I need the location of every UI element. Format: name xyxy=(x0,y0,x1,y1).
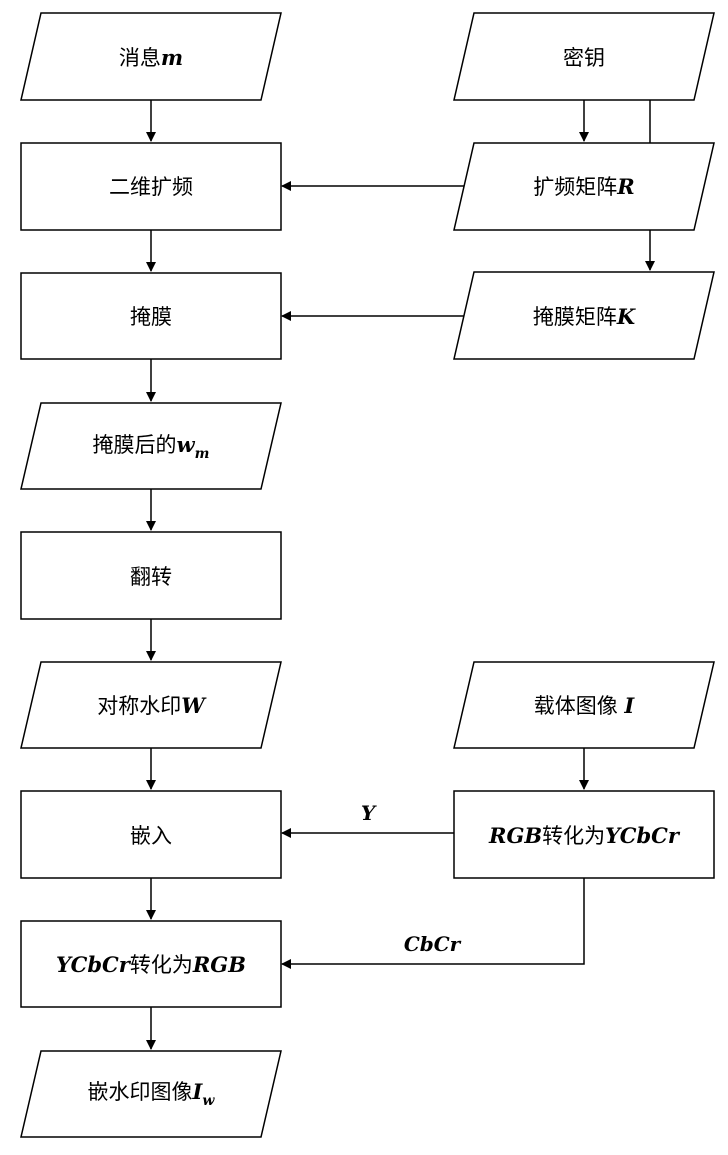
node-message-label: 消息m xyxy=(119,45,183,70)
edge-label-cbcr: CbCr xyxy=(404,932,462,956)
node-masked-label: 掩膜后的wm xyxy=(93,432,210,462)
edge-label-y: Y xyxy=(361,801,377,825)
node-mask-matrix: 掩膜矩阵K xyxy=(453,271,715,360)
node-carrier-label: 载体图像 I xyxy=(534,693,636,718)
edge-rgb2ycbcr-to-ycbcr2rgb xyxy=(281,878,585,969)
node-flip-label: 翻转 xyxy=(130,565,172,589)
node-ycbcr2rgb-pre: YCbCr xyxy=(56,952,132,977)
node-sym-watermark: 对称水印W xyxy=(20,661,282,749)
node-message-text: 消息 xyxy=(119,46,161,70)
node-spread-matrix-label: 扩频矩阵R xyxy=(533,174,634,199)
parallelogram-shape xyxy=(20,661,282,749)
node-ycbcr2rgb-var: RGB xyxy=(192,952,246,977)
node-spread-matrix: 扩频矩阵R xyxy=(453,142,715,231)
rect-shape xyxy=(20,790,282,879)
node-watermarked-text: 嵌水印图像 xyxy=(88,1080,193,1104)
parallelogram-shape xyxy=(453,271,715,360)
rect-shape xyxy=(20,272,282,360)
node-mask-label: 掩膜 xyxy=(130,305,172,329)
node-rgb2ycbcr-label: RGB转化为YCbCr xyxy=(488,823,681,848)
node-masked: 掩膜后的wm xyxy=(20,402,282,490)
parallelogram-shape xyxy=(20,1050,282,1138)
node-masked-var: w xyxy=(177,432,196,457)
node-rgb2ycbcr-var: YCbCr xyxy=(605,823,681,848)
node-mask-matrix-var: K xyxy=(616,304,636,329)
node-sym-watermark-label: 对称水印W xyxy=(97,693,207,718)
node-message-var: m xyxy=(161,45,183,70)
node-spread-matrix-text: 扩频矩阵 xyxy=(533,175,617,199)
parallelogram-shape xyxy=(20,402,282,490)
node-carrier-var: I xyxy=(623,693,635,718)
parallelogram-shape xyxy=(453,12,715,101)
parallelogram-shape xyxy=(453,661,715,749)
node-key-label: 密钥 xyxy=(563,46,605,70)
rect-shape xyxy=(20,142,282,231)
node-mask-matrix-label: 掩膜矩阵K xyxy=(533,304,636,329)
node-carrier-text: 载体图像 xyxy=(534,694,625,718)
node-message: 消息m xyxy=(20,12,282,101)
parallelogram-shape xyxy=(20,12,282,101)
node-spread-matrix-var: R xyxy=(616,174,634,199)
node-watermarked: 嵌水印图像Iw xyxy=(20,1050,282,1138)
node-sym-watermark-text: 对称水印 xyxy=(97,694,181,718)
node-ycbcr2rgb: YCbCr转化为RGB xyxy=(20,920,282,1008)
node-mask-matrix-text: 掩膜矩阵 xyxy=(533,305,617,329)
parallelogram-shape xyxy=(453,142,715,231)
node-masked-text: 掩膜后的 xyxy=(93,433,177,457)
rect-shape xyxy=(20,920,282,1008)
node-flip: 翻转 xyxy=(20,531,282,620)
node-rgb2ycbcr-pre: RGB xyxy=(488,823,542,848)
node-embed-label: 嵌入 xyxy=(130,824,172,848)
node-key: 密钥 xyxy=(453,12,715,101)
node-rgb2ycbcr: RGB转化为YCbCr xyxy=(453,790,715,879)
node-rgb2ycbcr-text: 转化为 xyxy=(542,824,605,848)
node-spread2d: 二维扩频 xyxy=(20,142,282,231)
node-embed: 嵌入 xyxy=(20,790,282,879)
node-sym-watermark-var: W xyxy=(181,693,207,718)
rect-shape xyxy=(453,790,715,879)
node-mask: 掩膜 xyxy=(20,272,282,360)
node-masked-sub: m xyxy=(195,446,210,462)
node-carrier: 载体图像 I xyxy=(453,661,715,749)
node-spread2d-label: 二维扩频 xyxy=(109,175,193,199)
node-ycbcr2rgb-label: YCbCr转化为RGB xyxy=(56,952,246,977)
node-ycbcr2rgb-text: 转化为 xyxy=(130,953,193,977)
node-watermarked-label: 嵌水印图像Iw xyxy=(88,1079,216,1109)
rect-shape xyxy=(20,531,282,620)
node-watermarked-var: I xyxy=(192,1079,204,1104)
node-watermarked-sub: w xyxy=(202,1093,215,1109)
